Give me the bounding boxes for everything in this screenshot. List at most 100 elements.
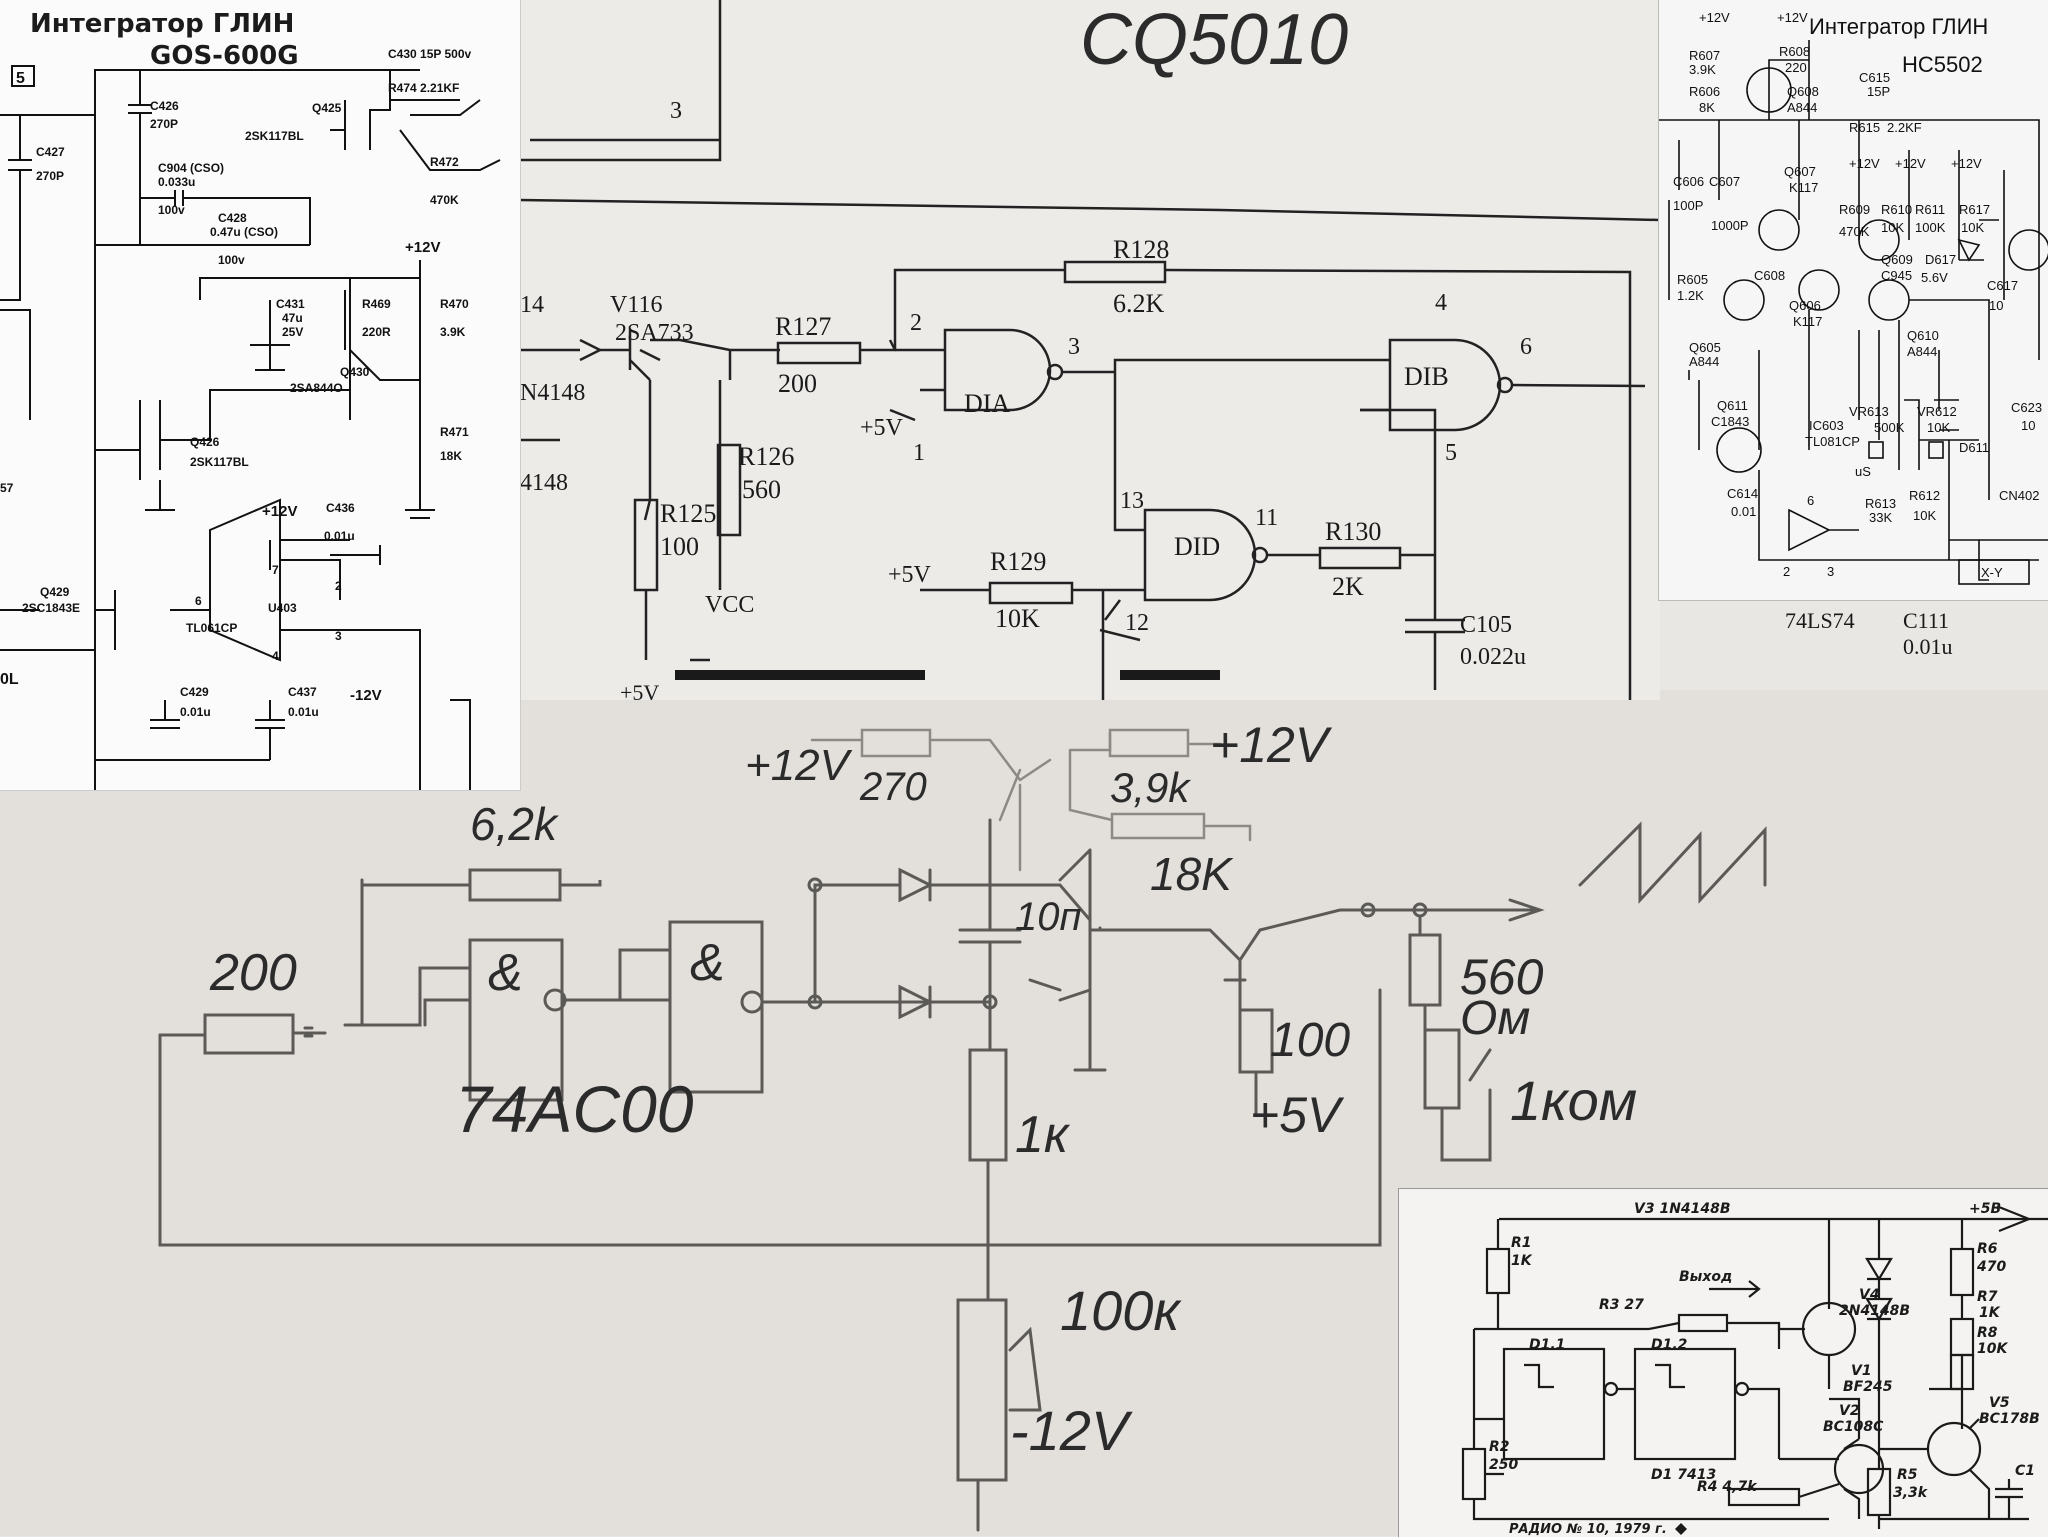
label-r1k: 1к — [1015, 1106, 1071, 1164]
label-c10: 10п — [1015, 895, 1082, 939]
hc-n6: 6 — [1807, 493, 1814, 508]
br-d1: D1 7413 — [1651, 1467, 1716, 1483]
gate-dia: DIA — [964, 389, 1010, 418]
pin-5: 5 — [16, 70, 25, 87]
br-v1t: BF245 — [1843, 1379, 1893, 1395]
hc-c623: C623 — [2011, 400, 2042, 415]
lbl-q429t: 2SC1843E — [22, 601, 80, 615]
label-r127v: 200 — [778, 369, 817, 398]
handwritten-title: CQ5010 — [1080, 0, 1348, 80]
hc-d617v: 5.6V — [1921, 270, 1948, 285]
br-c1: C1 — [2015, 1463, 2035, 1479]
label-r128: R128 — [1113, 235, 1169, 264]
lbl-ol: 0L — [0, 671, 19, 688]
label-m12: -12V — [1010, 1399, 1133, 1462]
lbl-r471: R471 — [440, 425, 469, 439]
hc-p12b: +12V — [1777, 10, 1808, 25]
hc-n2: 2 — [1783, 564, 1790, 579]
br-v4t: 2N4148B — [1839, 1303, 1910, 1319]
lbl-r474: R474 2.21KF — [388, 81, 459, 95]
hc-vr612: VR612 — [1917, 404, 1957, 419]
br-v2t: BC108C — [1823, 1419, 1884, 1435]
hc-q608: Q608 — [1787, 84, 1819, 99]
label-n11: 11 — [1255, 505, 1278, 531]
label-74ls74: 74LS74 — [1785, 608, 1855, 633]
lbl-q429: Q429 — [40, 585, 70, 599]
hc-r613v: 33K — [1869, 510, 1892, 525]
label-c111v: 0.01u — [1903, 634, 1953, 659]
br-r5v: 3,3k — [1893, 1485, 1929, 1501]
hc-q607: Q607 — [1784, 164, 1816, 179]
br-d11: D1.1 — [1529, 1337, 1565, 1353]
lbl-r472: R472 — [430, 155, 459, 169]
br-out: Выход — [1679, 1269, 1732, 1285]
hc-r607v: 3.9K — [1689, 62, 1716, 77]
label-r128v: 6.2K — [1113, 289, 1165, 318]
hc-p12c: +12V — [1849, 156, 1880, 171]
hc-r613: R613 — [1865, 496, 1896, 511]
label-v116: V116 — [610, 292, 662, 318]
hc-title: Интегратор ГЛИН — [1809, 14, 1988, 39]
hc-r611v: 100K — [1915, 220, 1946, 235]
hc5502-drawing: Интегратор ГЛИН HC5502 +12V +12V R607 3.… — [1659, 10, 2048, 585]
hc-q609: Q609 — [1881, 252, 1913, 267]
label-r100k: 100к — [1060, 1279, 1182, 1342]
hc-q606t: K117 — [1793, 314, 1822, 329]
hc-r608v: 220 — [1785, 60, 1807, 75]
hc-us: uS — [1855, 464, 1871, 479]
label-r18: 18K — [1150, 848, 1234, 900]
br-v3: V3 1N4148B — [1634, 1201, 1731, 1217]
lbl-m12: -12V — [350, 687, 382, 704]
label-p5vc: +5V — [620, 680, 659, 700]
label-r130v: 2K — [1332, 572, 1364, 601]
br-v5t: BC178B — [1979, 1411, 2040, 1427]
lbl-c431v: 47u — [282, 311, 303, 325]
lbl-c436: C436 — [326, 501, 355, 515]
lbl-c428v: 0.47u (CSO) — [210, 225, 278, 239]
lbl-r469v: 220R — [362, 325, 391, 339]
lbl-q430t: 2SA844O — [290, 381, 343, 395]
lbl-pin2: 2 — [335, 579, 342, 593]
lbl-c429: C429 — [180, 685, 209, 699]
br-v2: V2 — [1839, 1403, 1860, 1419]
hc-c614v: 0.01 — [1731, 504, 1756, 519]
br-d12: D1.2 — [1651, 1337, 1687, 1353]
gos-subtitle: GOS-600G — [150, 41, 299, 71]
label-n3b: 3 — [1068, 334, 1080, 360]
lbl-u403t: TL061CP — [186, 621, 237, 635]
gate2-amp: & — [690, 934, 725, 992]
radio-1979-schematic: V3 1N4148B +5В R1 1K R6 470 Выход R3 27 … — [1398, 1188, 2048, 1537]
hc-r607: R607 — [1689, 48, 1720, 63]
hc-c623v: 10 — [2021, 418, 2035, 433]
hc-r610: R610 — [1881, 202, 1912, 217]
br-r1v: 1K — [1511, 1253, 1533, 1269]
lbl-c431r: 25V — [282, 325, 303, 339]
lbl-pin3: 3 — [335, 629, 342, 643]
lbl-c426: C426 — [150, 99, 179, 113]
lbl-c904r: 100v — [158, 203, 185, 217]
br-r6v: 470 — [1976, 1259, 2006, 1275]
label-vcc: VCC — [705, 592, 754, 618]
hc-r615v: 2.2KF — [1887, 120, 1922, 135]
hc-r605v: 1.2K — [1677, 288, 1704, 303]
br-r7v: 1K — [1979, 1305, 2001, 1321]
br-r8: R8 — [1977, 1325, 1998, 1341]
label-r125v: 100 — [660, 532, 699, 561]
gos-title: Интегратор ГЛИН — [30, 9, 294, 39]
hc-d617: D617 — [1925, 252, 1956, 267]
label-n6: 6 — [1520, 334, 1532, 360]
label-v116t: 2SA733 — [615, 320, 694, 346]
br-r3: R3 27 — [1599, 1297, 1644, 1313]
sketch-drawing: +12V 270 +12V 3,9k 18K 6,2k 10п 200 & & … — [158, 717, 1767, 1532]
hc-xy: X-Y — [1981, 565, 2003, 580]
hc-r605: R605 — [1677, 272, 1708, 287]
hand-drawn-sketch: +12V 270 +12V 3,9k 18K 6,2k 10п 200 & & … — [0, 690, 2048, 1536]
label-r127: R127 — [775, 312, 831, 341]
lbl-c437: C437 — [288, 685, 317, 699]
lbl-c431: C431 — [276, 297, 305, 311]
label-n4: 4 — [1435, 290, 1447, 316]
hc5502-schematic: Интегратор ГЛИН HC5502 +12V +12V R607 3.… — [1658, 0, 2048, 601]
hc-c607: C607 — [1709, 174, 1740, 189]
lbl-r469: R469 — [362, 297, 391, 311]
lbl-pin7: 7 — [272, 563, 279, 577]
